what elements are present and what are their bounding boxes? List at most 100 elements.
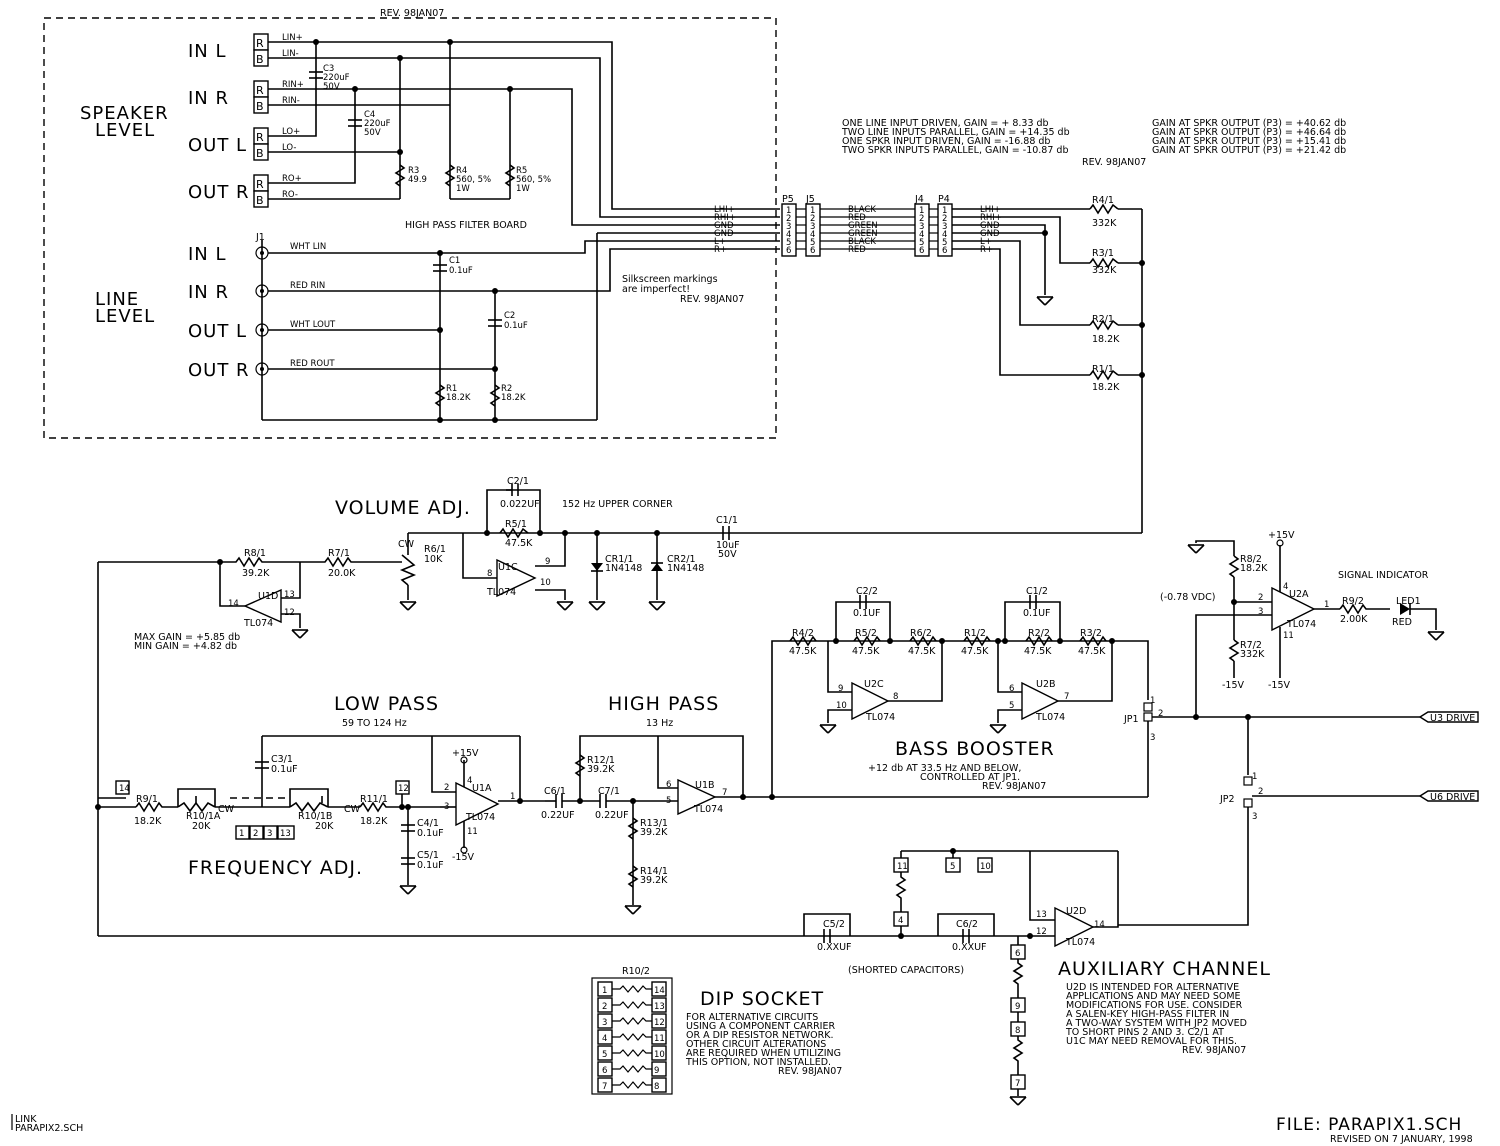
- dip-pin-number: 12: [654, 1018, 665, 1028]
- svg-text:9: 9: [1015, 1002, 1020, 1012]
- speaker-ports: IN L IN R OUT L OUT R: [188, 41, 249, 203]
- svg-text:47.5K: 47.5K: [1024, 646, 1052, 657]
- svg-text:18.2K: 18.2K: [134, 816, 162, 827]
- connector-pin: 4: [810, 230, 815, 240]
- svg-text:R1/2: R1/2: [964, 628, 986, 639]
- svg-text:GAIN AT SPKR OUTPUT (P3) = +21: GAIN AT SPKR OUTPUT (P3) = +21.42 db: [1152, 145, 1346, 156]
- svg-text:LIN+: LIN+: [282, 33, 303, 43]
- svg-text:U1A: U1A: [472, 783, 492, 794]
- svg-text:U1C: U1C: [498, 562, 518, 573]
- svg-text:LO-: LO-: [282, 143, 296, 153]
- connector-output-wiring: R4/1 332K R3/1 332K R2/1 18.2K R1/1 18.2…: [952, 195, 1145, 533]
- svg-text:10: 10: [540, 578, 551, 588]
- svg-text:47.5K: 47.5K: [852, 646, 880, 657]
- svg-text:R4/1: R4/1: [1092, 195, 1114, 206]
- svg-text:560, 5%: 560, 5%: [456, 175, 491, 185]
- svg-text:1: 1: [1150, 696, 1155, 706]
- filter-board-outline: [43, 17, 777, 439]
- svg-text:1: 1: [1252, 772, 1257, 782]
- svg-text:MAX GAIN = +5.85 db: MAX GAIN = +5.85 db: [134, 632, 240, 643]
- svg-text:TL074: TL074: [1286, 619, 1316, 630]
- svg-text:2: 2: [1258, 787, 1263, 797]
- svg-text:49.9: 49.9: [408, 175, 427, 185]
- svg-text:39.2K: 39.2K: [242, 568, 270, 579]
- svg-text:GAIN AT SPKR OUTPUT (P3) = +15: GAIN AT SPKR OUTPUT (P3) = +15.41 db: [1152, 136, 1346, 147]
- terminal-r-label: R: [256, 131, 264, 144]
- svg-text:1: 1: [510, 792, 515, 802]
- svg-text:ONE SPKR INPUT DRIVEN, GAIN: ONE SPKR INPUT DRIVEN, GAIN = -16.88 db: [842, 136, 1050, 147]
- svg-text:REV. 98JAN07: REV. 98JAN07: [680, 294, 744, 305]
- svg-text:R5/1: R5/1: [505, 519, 527, 530]
- net-label: GND: [980, 221, 1000, 231]
- wire-color-label: RED: [848, 213, 866, 223]
- svg-text:2: 2: [1258, 593, 1263, 603]
- svg-text:14: 14: [119, 784, 130, 794]
- connector-name: P5: [782, 194, 794, 205]
- svg-text:RED RIN: RED RIN: [290, 281, 325, 291]
- svg-text:C7/1: C7/1: [598, 786, 620, 797]
- svg-text:2: 2: [253, 829, 258, 839]
- frequency-title: FREQUENCY ADJ.: [188, 857, 363, 879]
- svg-text:JP2: JP2: [1219, 794, 1235, 805]
- svg-text:8: 8: [487, 569, 492, 579]
- dip-resistor: [612, 1001, 652, 1009]
- svg-text:5: 5: [950, 862, 955, 872]
- svg-text:39.2K: 39.2K: [640, 827, 668, 838]
- dip-pin-number: 13: [654, 1002, 665, 1012]
- c4-cap: C4 220uF 50V: [348, 110, 391, 138]
- connector-j4: [914, 203, 930, 257]
- svg-text:4: 4: [898, 916, 903, 926]
- svg-text:0.1UF: 0.1UF: [853, 608, 881, 619]
- line-wiring: [268, 232, 780, 423]
- svg-text:USING A COMPONENT CARRIER: USING A COMPONENT CARRIER: [686, 1021, 835, 1032]
- svg-text:TL074: TL074: [1035, 712, 1065, 723]
- svg-text:5: 5: [1009, 701, 1014, 711]
- svg-text:C6/1: C6/1: [544, 786, 566, 797]
- svg-text:5: 5: [666, 796, 671, 806]
- dip-note: FOR ALTERNATIVE CIRCUITS USING A COMPONE…: [685, 1012, 842, 1077]
- bass-title: BASS BOOSTER: [895, 738, 1055, 760]
- terminal-r-label: R: [256, 84, 264, 97]
- svg-text:C1: C1: [449, 256, 460, 266]
- svg-text:18.2K: 18.2K: [1092, 334, 1120, 345]
- svg-text:9: 9: [545, 557, 550, 567]
- port-in-l: IN L: [188, 41, 227, 62]
- svg-text:C2/2: C2/2: [856, 586, 878, 597]
- svg-text:R3/1: R3/1: [1092, 248, 1114, 259]
- terminal-r-label: R: [256, 178, 264, 191]
- net-label: GND: [714, 229, 734, 239]
- svg-text:RO-: RO-: [282, 190, 298, 200]
- svg-text:R2: R2: [501, 384, 512, 394]
- signal-indicator: SIGNAL INDICATOR (-0.78 VDC) R8/2 18.2K …: [1118, 530, 1479, 926]
- svg-text:R7/2: R7/2: [1240, 640, 1262, 651]
- svg-text:TO SHORT PINS 2 AND 3. C2/1 AT: TO SHORT PINS 2 AND 3. C2/1 AT: [1065, 1027, 1224, 1038]
- dip-pin-number: 4: [602, 1034, 607, 1044]
- svg-text:R3: R3: [408, 166, 419, 176]
- svg-text:R13/1: R13/1: [640, 818, 668, 829]
- svg-text:0.1uF: 0.1uF: [271, 764, 298, 775]
- svg-text:50V: 50V: [718, 549, 737, 560]
- svg-text:ARE REQUIRED WHEN UTILIZING: ARE REQUIRED WHEN UTILIZING: [686, 1048, 841, 1059]
- svg-text:C6/2: C6/2: [956, 919, 978, 930]
- terminal-b-label: B: [256, 147, 264, 160]
- svg-text:C1/1: C1/1: [716, 515, 738, 526]
- volume-wiring: CW R6/1 10K C2/1 0.022UF R5/1 47.5K U1C …: [398, 476, 1142, 611]
- c1-cap: C1 0.1uF: [433, 256, 473, 276]
- net-label: L+: [980, 237, 992, 247]
- net-label: GND: [980, 229, 1000, 239]
- connector-pin: 1: [810, 206, 815, 216]
- svg-text:OTHER CIRCUIT ALTERATIONS: OTHER CIRCUIT ALTERATIONS: [686, 1039, 826, 1050]
- connector-pin: 5: [810, 238, 815, 248]
- svg-text:14: 14: [1094, 920, 1105, 930]
- lowpass-title: LOW PASS: [334, 693, 439, 715]
- net-label: GND: [714, 221, 734, 231]
- svg-text:C1/2: C1/2: [1026, 586, 1048, 597]
- svg-text:C5/2: C5/2: [823, 919, 845, 930]
- svg-text:are imperfect!: are imperfect!: [622, 284, 690, 295]
- terminal-b-label: B: [256, 53, 264, 66]
- connector-pin: 1: [919, 206, 924, 216]
- svg-text:11: 11: [1283, 631, 1294, 641]
